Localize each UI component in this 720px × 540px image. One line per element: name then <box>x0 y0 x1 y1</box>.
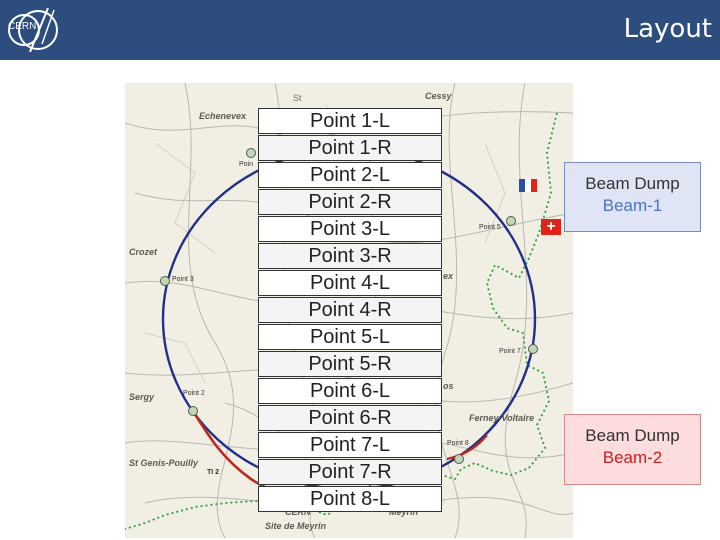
point-1-r: Point 1-R <box>258 135 442 161</box>
point-2-marker <box>188 406 198 416</box>
beam-dump-2-box: Beam Dump Beam-2 <box>564 414 701 485</box>
point-4-r: Point 4-R <box>258 297 442 323</box>
label-point-4-partial: Poin <box>239 161 254 168</box>
point-5-l: Point 5-L <box>258 324 442 350</box>
label-ex-fragment: ex <box>443 271 454 281</box>
point-2-l: Point 2-L <box>258 162 442 188</box>
label-point-5: Point 5 <box>479 224 501 231</box>
point-1-l: Point 1-L <box>258 108 442 134</box>
point-3-marker <box>160 276 170 286</box>
point-6-l: Point 6-L <box>258 378 442 404</box>
point-4-marker <box>246 148 256 158</box>
beam-dump-1-box: Beam Dump Beam-1 <box>564 162 701 232</box>
label-point-8: Point 8 <box>447 440 469 447</box>
switzerland-flag-icon: + <box>541 219 561 235</box>
label-meyrin: Meyrin <box>389 507 419 517</box>
label-top-fragment: St <box>293 93 302 103</box>
label-cern: CERN <box>285 507 311 517</box>
label-site-meyrin: Site de Meyrin <box>265 521 327 531</box>
point-5-r: Point 5-R <box>258 351 442 377</box>
point-4-l: Point 4-L <box>258 270 442 296</box>
header-bar: CERN Layout <box>0 0 720 60</box>
label-sergy: Sergy <box>129 392 155 402</box>
cern-logo-text: CERN <box>8 21 36 32</box>
beam-dump-1-beam: Beam-1 <box>602 196 663 215</box>
label-ti2: TI 2 <box>207 469 220 476</box>
point-3-r: Point 3-R <box>258 243 442 269</box>
label-os-fragment: os <box>443 381 454 391</box>
beam-dump-2-beam: Beam-2 <box>602 448 663 467</box>
point-8-l: Point 8-L <box>258 486 442 512</box>
points-list: Point 1-L Point 1-R Point 2-L Point 2-R … <box>258 108 442 513</box>
page-title: Layout <box>623 14 712 44</box>
label-crozet: Crozet <box>129 247 158 257</box>
label-cessy: Cessy <box>425 91 452 101</box>
point-5-marker <box>506 216 516 226</box>
label-ferney: Ferney-Voltaire <box>469 413 535 423</box>
label-point-3: Point 3 <box>172 276 194 283</box>
point-7-r: Point 7-R <box>258 459 442 485</box>
point-3-l: Point 3-L <box>258 216 442 242</box>
beam-dump-1-title: Beam Dump <box>585 174 680 193</box>
point-7-l: Point 7-L <box>258 432 442 458</box>
label-point-7: Point 7 <box>499 348 521 355</box>
france-flag-icon <box>519 179 537 192</box>
country-border <box>125 112 558 530</box>
ti8-line <box>446 434 488 461</box>
beam-dump-2-title: Beam Dump <box>585 426 680 445</box>
point-7-marker <box>528 344 538 354</box>
cern-logo: CERN <box>8 7 58 53</box>
point-8-marker <box>454 454 464 464</box>
label-echenevex: Echenevex <box>199 111 247 121</box>
point-6-r: Point 6-R <box>258 405 442 431</box>
label-st-genis: St Genis-Pouilly <box>129 458 199 468</box>
point-2-r: Point 2-R <box>258 189 442 215</box>
label-point-2: Point 2 <box>183 390 205 397</box>
